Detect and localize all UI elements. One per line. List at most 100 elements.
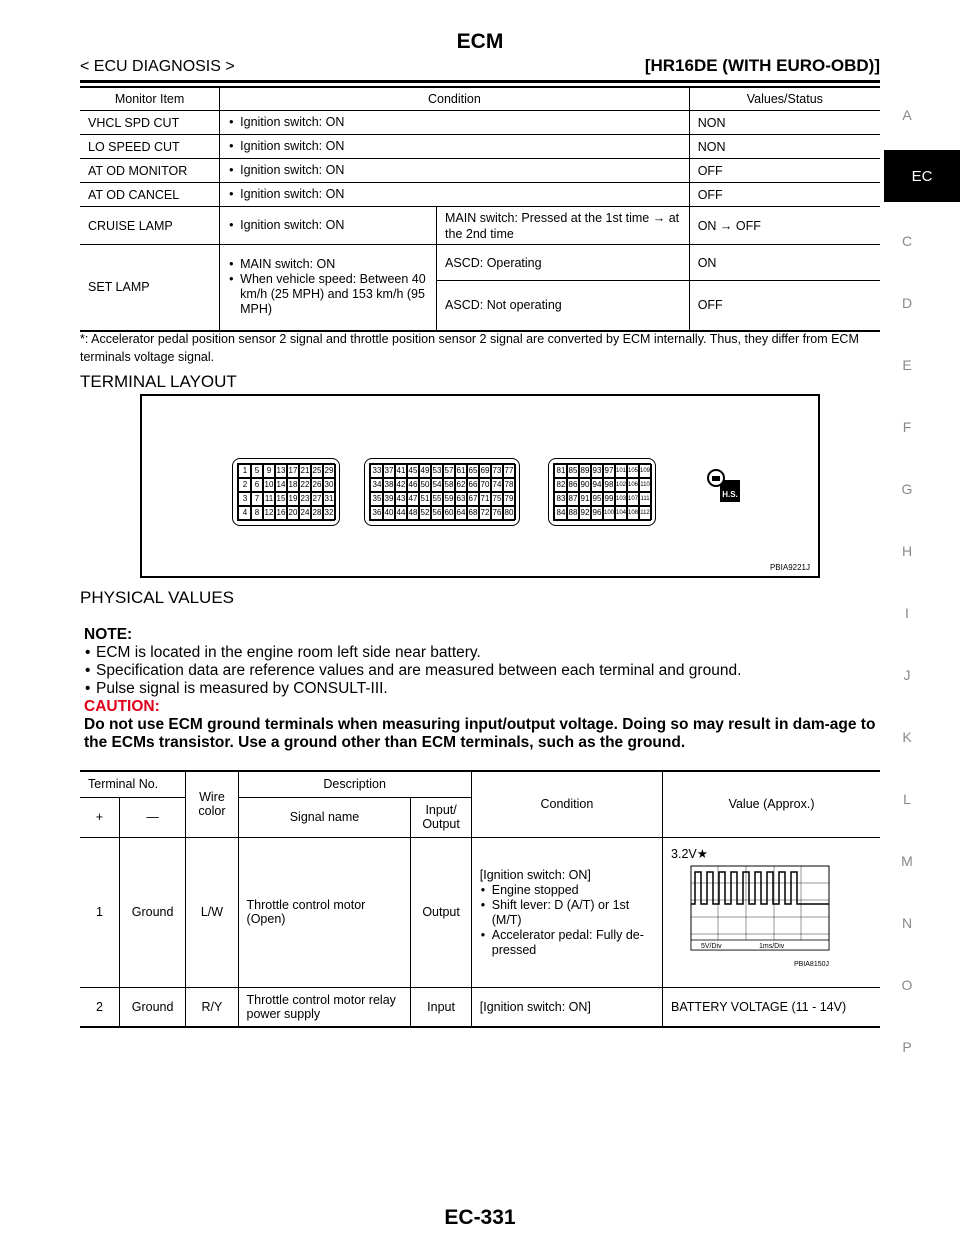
value-cell: OFF [688, 158, 880, 183]
connector-pin: 76 [490, 506, 504, 520]
wire-color-cell: L/W [185, 836, 239, 988]
connector-pin: 80 [502, 506, 516, 520]
col-header-values-status: Values/Status [688, 86, 880, 111]
connector-pin: 51 [418, 492, 432, 506]
section-breadcrumb: < ECU DIAGNOSIS > [80, 58, 235, 75]
side-tab-g[interactable]: G [901, 481, 913, 497]
note-title: NOTE: [84, 626, 133, 643]
side-tab-j[interactable]: J [903, 667, 911, 683]
terminal-plus-cell: 2 [80, 986, 120, 1028]
connector-pin: 19 [286, 492, 300, 506]
scope-voltage-label: 5V/Div [701, 943, 722, 950]
connector-pin: 89 [578, 464, 592, 478]
connector-pin: 54 [430, 478, 444, 492]
connector-pin: 106 [626, 478, 640, 492]
side-tab-ec-active[interactable]: EC [884, 150, 960, 202]
col-header-terminal-no: Terminal No. [80, 770, 187, 798]
connector-pin: 41 [394, 464, 408, 478]
input-output-cell: Input [410, 986, 472, 1028]
section-heading-terminal-layout: TERMINAL LAYOUT [80, 372, 237, 391]
connector-pin: 60 [442, 506, 456, 520]
connector-pin: 107 [626, 492, 640, 506]
connector-pin: 105 [626, 464, 640, 478]
connector-pin: 94 [590, 478, 604, 492]
side-tab-l[interactable]: L [903, 791, 911, 807]
value-cell: BATTERY VOLTAGE (11 - 14V) [662, 986, 880, 1028]
side-tab-h[interactable]: H [901, 543, 913, 559]
figure-code: PBIA9221J [769, 563, 810, 572]
side-tab-o[interactable]: O [901, 977, 913, 993]
side-tab-m[interactable]: M [901, 853, 913, 869]
table-row: 1 Ground L/W Throttle control motor (Ope… [80, 836, 880, 988]
input-output-cell: Output [410, 836, 472, 988]
connector-pin: 18 [286, 478, 300, 492]
connector-pin: 99 [602, 492, 616, 506]
connector-pin: 9 [262, 464, 276, 478]
table-row: 2 Ground R/Y Throttle control motor rela… [80, 986, 880, 1028]
side-tab-i[interactable]: I [905, 605, 909, 621]
col-header-value: Value (Approx.) [662, 770, 880, 838]
connector-pin: 17 [286, 464, 300, 478]
connector-pin: 21 [298, 464, 312, 478]
note-item: Specification data are reference values … [84, 662, 884, 680]
col-header-wire-color: Wire color [185, 770, 239, 838]
harness-side-icon: H.S. [707, 469, 740, 502]
connector-pin: 5 [250, 464, 264, 478]
side-tab-f[interactable]: F [902, 419, 912, 435]
connector-pin: 32 [322, 506, 336, 520]
connector-pin: 12 [262, 506, 276, 520]
connector-pin: 103 [614, 492, 628, 506]
connector-pin: 77 [502, 464, 516, 478]
condition-cell: Ignition switch: ON [219, 182, 690, 207]
table-row: ASCD: Not operating OFF [80, 280, 880, 331]
side-tab-e[interactable]: E [902, 357, 912, 373]
connector-pin: 15 [274, 492, 288, 506]
caution-title: CAUTION: [84, 698, 160, 715]
connector-pin: 6 [250, 478, 264, 492]
connector-pin: 112 [638, 506, 652, 520]
side-tab-n[interactable]: N [901, 915, 913, 931]
side-tab-a[interactable]: A [902, 107, 912, 123]
connector-pin: 74 [490, 478, 504, 492]
note-item: ECM is located in the engine room left s… [84, 644, 884, 662]
terminal-minus-cell: Ground [118, 986, 187, 1028]
side-tab-c[interactable]: C [901, 233, 913, 249]
hs-label: H.S. [722, 490, 738, 499]
monitor-item-cell: VHCL SPD CUT [80, 110, 220, 135]
col-header-condition: Condition [470, 770, 664, 838]
connector-pin: 25 [310, 464, 324, 478]
connector-pin: 82 [554, 478, 568, 492]
connector-pin: 75 [490, 492, 504, 506]
sub-condition-cell: ASCD: Not operating [436, 280, 690, 331]
value-cell: 3.2V★ 5V/Div 1ms/Div PBIA8150J [662, 836, 880, 988]
document-title: ECM [456, 30, 504, 53]
connector-pin: 7 [250, 492, 264, 506]
connector-pin: 62 [454, 478, 468, 492]
connector-pin: 86 [566, 478, 580, 492]
value-cell: NON [688, 110, 880, 135]
connector-pin: 24 [298, 506, 312, 520]
terminal-plus-cell: 1 [80, 836, 120, 988]
connector-pin: 1 [238, 464, 252, 478]
connector-pin: 45 [406, 464, 420, 478]
condition-cell: Ignition switch: ON [219, 158, 690, 183]
side-tab-d[interactable]: D [901, 295, 913, 311]
connector-pin: 92 [578, 506, 592, 520]
side-tab-k[interactable]: K [902, 729, 912, 745]
note-block: NOTE: ECM is located in the engine room … [84, 626, 884, 752]
table-header-row: + — Signal name Input/ Output [80, 796, 880, 838]
wire-color-cell: R/Y [185, 986, 239, 1028]
side-tab-p[interactable]: P [902, 1039, 912, 1055]
section-heading-physical-values: PHYSICAL VALUES [80, 588, 235, 607]
connector-pin: 61 [454, 464, 468, 478]
connector-pin: 65 [466, 464, 480, 478]
sub-condition-cell: ASCD: Operating [436, 244, 690, 281]
page-number: EC-331 [444, 1206, 516, 1229]
connector-pin: 14 [274, 478, 288, 492]
terminal-minus-cell: Ground [118, 836, 187, 988]
monitor-item-table: Monitor Item Condition Values/Status VHC… [80, 86, 880, 332]
note-item: Pulse signal is measured by CONSULT-III. [84, 680, 884, 698]
connector-pin: 72 [478, 506, 492, 520]
value-cell: OFF [688, 182, 880, 207]
